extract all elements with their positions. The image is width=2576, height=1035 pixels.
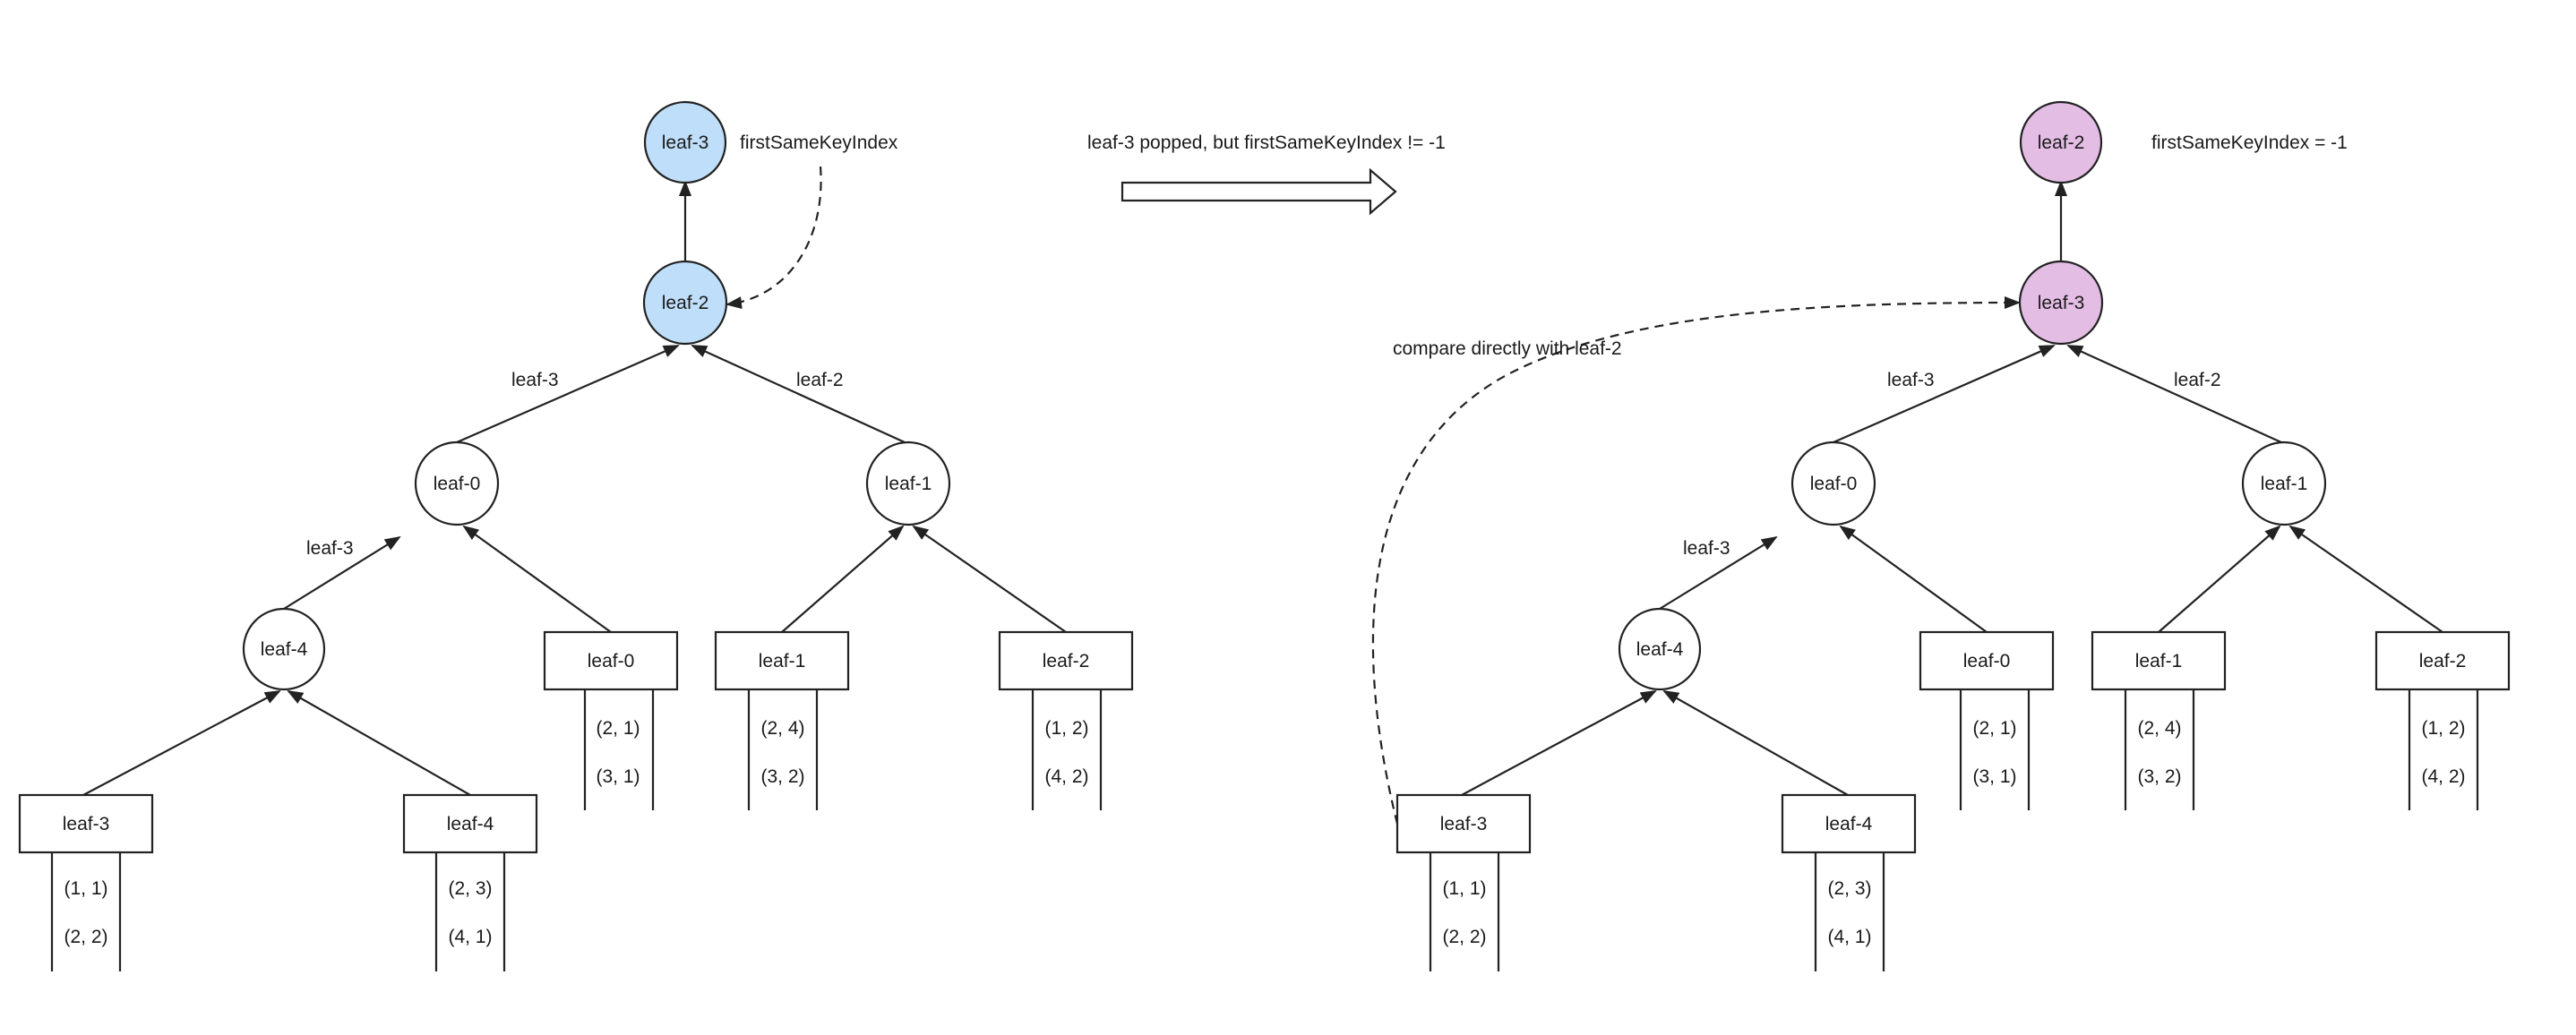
edge-box2-to-leaf1 [2288, 525, 2443, 633]
leaf-box: leaf-2 (1, 2) (4, 2) [998, 630, 1134, 810]
edge-label-inner-left: leaf-3 [306, 538, 354, 559]
compare-note: compare directly with leaf-2 [1393, 338, 1622, 359]
leaf-pair: (2, 2) [1442, 927, 1486, 947]
inner-node-right-label: leaf-1 [885, 474, 932, 494]
leaf-box-label: leaf-2 [2419, 651, 2467, 671]
before-nodes [242, 100, 951, 691]
edge-box4-to-leaf4 [1662, 690, 1849, 796]
leaf-box-label: leaf-1 [759, 651, 806, 671]
compare-pointer [1371, 296, 2021, 825]
leaf-pair: (2, 2) [64, 927, 107, 947]
leaf-box-label: leaf-2 [1043, 651, 1090, 671]
leaf-pair: (4, 2) [2421, 766, 2465, 787]
leaf-box-label: leaf-0 [1963, 651, 2011, 671]
leaf-pair: (2, 3) [448, 878, 492, 899]
edge-leaf0-to-root [1833, 344, 2056, 444]
transition-label: leaf-3 popped, but firstSameKeyIndex != … [1087, 133, 1446, 153]
top-node-label: leaf-3 [662, 133, 709, 153]
leaf-pair: (2, 3) [1827, 878, 1871, 899]
edge-label-right: leaf-2 [2174, 370, 2221, 390]
after-nodes [1618, 100, 2327, 691]
edge-label-left: leaf-3 [511, 370, 559, 390]
inner-node-right [2241, 441, 2327, 526]
edge-leaf4-to-leaf0 [1659, 535, 1778, 610]
root-node [642, 260, 728, 346]
edge-leaf4-to-leaf0 [283, 535, 401, 610]
inner-node-left-label: leaf-0 [434, 474, 481, 494]
inner-node-deep [1618, 607, 1702, 691]
edge-box3-to-leaf4 [82, 690, 281, 796]
edge-label-left: leaf-3 [1887, 370, 1935, 390]
first-same-key-annotation: firstSameKeyIndex [740, 133, 898, 153]
root-node-label: leaf-2 [662, 293, 709, 313]
edge-box0-to-leaf0 [1839, 525, 1988, 633]
inner-node-left-label: leaf-0 [1810, 474, 1858, 494]
leaf-pair: (1, 1) [64, 878, 107, 899]
leaf-box: leaf-3 (1, 1) (2, 2) [1395, 793, 1532, 971]
leaf-pair: (2, 4) [760, 718, 804, 739]
top-node [2019, 100, 2103, 184]
inner-node-right-label: leaf-1 [2261, 474, 2308, 494]
leaf-box-label: leaf-3 [1440, 814, 1488, 834]
leaf-pair: (3, 2) [2137, 766, 2181, 787]
inner-node-right [865, 441, 951, 526]
leaf-pair: (1, 2) [1044, 718, 1088, 739]
edge-label-inner-left: leaf-3 [1683, 538, 1730, 559]
leaf-box: leaf-0 (2, 1) (3, 1) [543, 630, 679, 810]
top-node [643, 100, 727, 184]
edge-leaf1-to-root [691, 344, 906, 444]
leaf-box: leaf-1 (2, 4) (3, 2) [714, 630, 850, 810]
leaf-box-label: leaf-3 [63, 814, 110, 834]
edge-box3-to-leaf4 [1461, 690, 1657, 796]
after-edges [1371, 180, 2443, 825]
first-same-key-pointer [726, 166, 822, 310]
edge-leaf1-to-root [2066, 344, 2282, 444]
leaf-pair: (3, 2) [760, 766, 804, 787]
leaf-box: leaf-2 (1, 2) (4, 2) [2374, 630, 2511, 810]
leaf-pair: (2, 1) [596, 718, 640, 739]
edge-leaf0-to-root [456, 344, 680, 444]
edge-box4-to-leaf4 [287, 690, 471, 796]
edge-box1-to-leaf1 [781, 525, 905, 633]
transition: leaf-3 popped, but firstSameKeyIndex != … [1087, 133, 1446, 216]
first-same-key-annotation: firstSameKeyIndex = -1 [2151, 133, 2348, 153]
transition-arrow [1121, 167, 1397, 216]
leaf-pair: (4, 1) [1827, 927, 1871, 947]
leaf-box-label: leaf-4 [1825, 814, 1873, 834]
edge-label-right: leaf-2 [796, 370, 844, 390]
edge-box2-to-leaf1 [912, 525, 1067, 633]
inner-node-left [1790, 441, 1876, 526]
leaf-pair: (3, 1) [1972, 766, 2016, 787]
leaf-pair: (2, 1) [1972, 718, 2016, 739]
root-node [2018, 260, 2104, 346]
leaf-pair: (4, 1) [448, 927, 492, 947]
leaf-pair: (1, 1) [1442, 878, 1486, 899]
leaf-box: leaf-4 (2, 3) (4, 1) [1781, 793, 1917, 971]
leaf-pair: (3, 1) [596, 766, 640, 787]
before-edges [82, 166, 1067, 796]
leaf-box-label: leaf-4 [447, 814, 494, 834]
top-node-label: leaf-2 [2038, 133, 2085, 153]
root-node-label: leaf-3 [2038, 293, 2085, 313]
leaf-pair: (4, 2) [1044, 766, 1088, 787]
before-panel: leaf-3 leaf-2 leaf-0 leaf-1 leaf-4 first… [18, 100, 1134, 971]
leaf-pair: (1, 2) [2421, 718, 2465, 739]
after-panel: leaf-2 leaf-3 leaf-0 leaf-1 leaf-4 first… [1371, 100, 2511, 971]
edge-box1-to-leaf1 [2158, 525, 2281, 633]
inner-node-deep [242, 607, 326, 691]
inner-node-deep-label: leaf-4 [1636, 639, 1684, 660]
leaf-box: leaf-0 (2, 1) (3, 1) [1919, 630, 2055, 810]
leaf-box: leaf-3 (1, 1) (2, 2) [18, 793, 154, 971]
leaf-box: leaf-1 (2, 4) (3, 2) [2091, 630, 2227, 810]
inner-node-deep-label: leaf-4 [261, 639, 308, 660]
leaf-box-label: leaf-1 [2135, 651, 2183, 671]
leaf-box-label: leaf-0 [588, 651, 635, 671]
inner-node-left [414, 441, 500, 526]
leaf-pair: (2, 4) [2137, 718, 2181, 739]
edge-box0-to-leaf0 [462, 525, 612, 633]
leaf-box: leaf-4 (2, 3) (4, 1) [402, 793, 538, 971]
